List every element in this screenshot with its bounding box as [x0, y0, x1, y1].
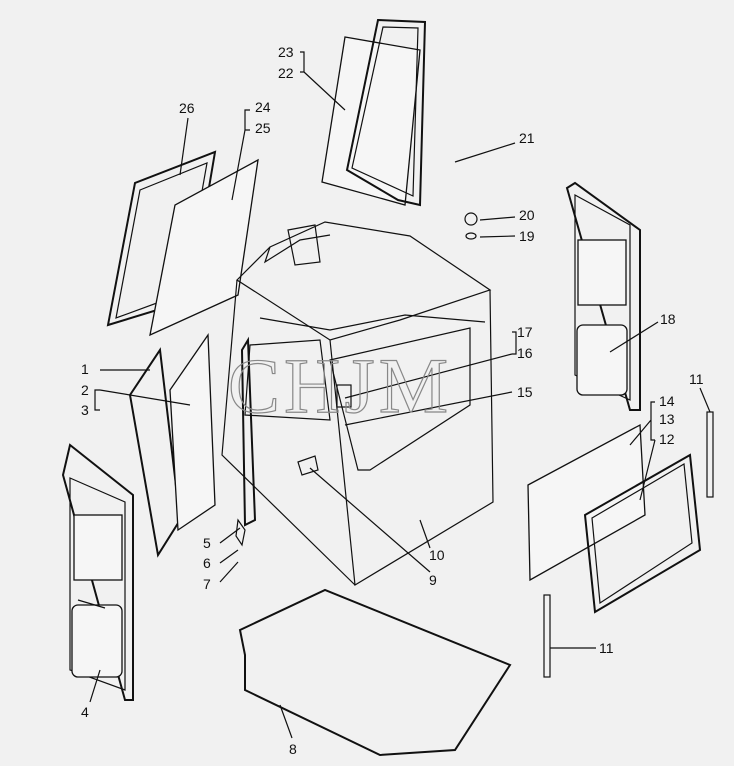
bolt-9: [297, 455, 319, 476]
callout-1: 1: [81, 361, 89, 377]
callout-2: 2: [81, 382, 89, 398]
callout-14: 14: [659, 393, 675, 409]
mirror-20: [464, 212, 478, 240]
side-window-26: [106, 150, 259, 337]
side-glass-13: [527, 423, 702, 614]
seal-11-bottom: [543, 594, 551, 678]
front-glass-1-2: [128, 333, 216, 558]
callout-24: 24: [255, 99, 271, 115]
watermark: CHJM: [228, 342, 452, 429]
callout-labels: 23 22 26 24 25 21 20 19 18 17 16 15 1 2 …: [81, 44, 704, 757]
callout-4: 4: [81, 704, 89, 720]
callout-18: 18: [660, 311, 676, 327]
callout-13: 13: [659, 411, 675, 427]
callout-16: 16: [517, 345, 533, 361]
callout-8: 8: [289, 741, 297, 757]
callout-23: 23: [278, 44, 294, 60]
callout-26: 26: [179, 100, 195, 116]
callout-10: 10: [429, 547, 445, 563]
callout-25: 25: [255, 120, 271, 136]
floor-seal-8: [238, 588, 512, 757]
callout-15: 15: [517, 384, 533, 400]
callout-12: 12: [659, 431, 675, 447]
callout-20: 20: [519, 207, 535, 223]
callout-9: 9: [429, 572, 437, 588]
callout-11-top: 11: [689, 371, 704, 387]
leader-lines: [89, 51, 711, 739]
callout-21: 21: [519, 130, 535, 146]
callout-6: 6: [203, 555, 211, 571]
callout-3: 3: [81, 402, 89, 418]
callout-11-bottom: 11: [599, 640, 614, 656]
callout-19: 19: [519, 228, 535, 244]
callout-7: 7: [203, 576, 211, 592]
callout-17: 17: [517, 324, 533, 340]
seal-11-top: [706, 411, 714, 498]
cab-body-10: [221, 221, 494, 587]
rear-glass-22: [321, 18, 427, 207]
callout-5: 5: [203, 535, 211, 551]
callout-22: 22: [278, 65, 294, 81]
door-4: [61, 443, 134, 701]
door-18: [565, 181, 641, 411]
